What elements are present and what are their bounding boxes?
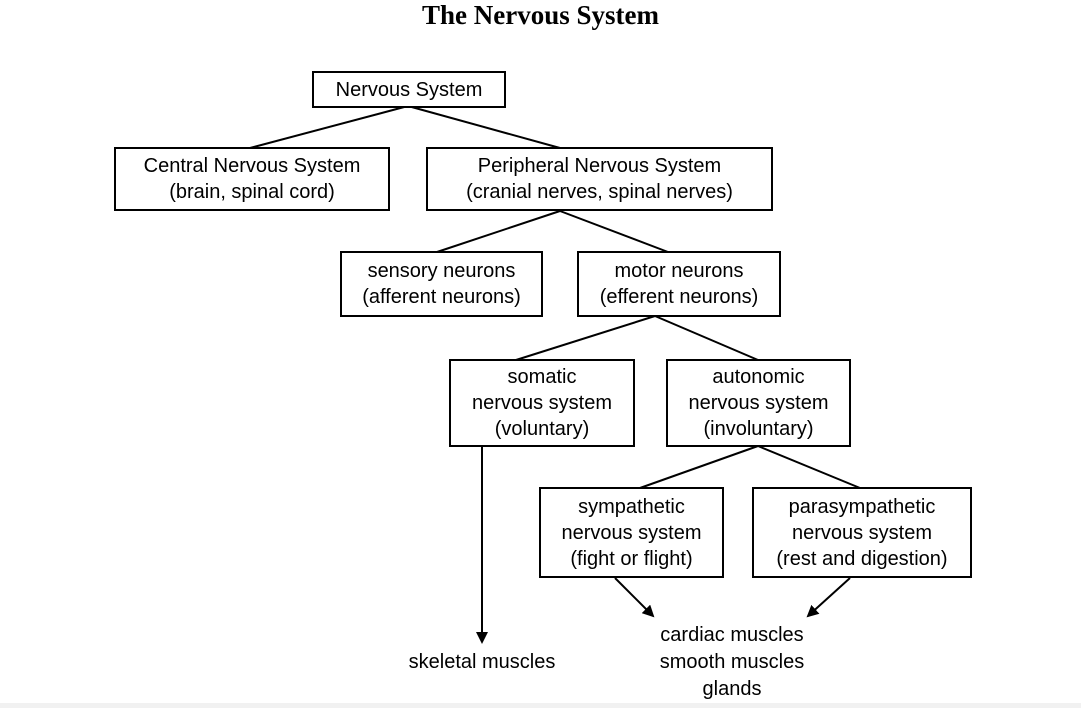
- edge-nervous-to-cns: [249, 105, 409, 149]
- node-parasympathetic-nervous-system: parasympathetic nervous system (rest and…: [752, 487, 972, 578]
- node-sublabel: (efferent neurons): [599, 286, 759, 308]
- node-nervous-system: Nervous System: [312, 71, 506, 108]
- bottom-border-strip: [0, 703, 1081, 708]
- node-sublabel: (voluntary): [494, 418, 590, 440]
- edge-pns-to-sensory: [436, 210, 561, 253]
- arrow-parasympathetic-to-cardiac: [806, 577, 851, 618]
- target-glands: glands: [702, 678, 762, 700]
- target-skeletal-muscles: skeletal muscles: [408, 651, 556, 673]
- node-sublabel: (cranial nerves, spinal nerves): [466, 181, 733, 203]
- node-sublabel: (involuntary): [703, 418, 814, 440]
- node-label-2: nervous system: [471, 392, 613, 414]
- node-label: somatic: [507, 366, 577, 388]
- node-label: parasympathetic: [788, 495, 936, 518]
- arrow-sympathetic-to-cardiac: [614, 577, 655, 618]
- edge-autonomic-to-sympathetic: [639, 445, 759, 489]
- node-sensory-neurons: sensory neurons (afferent neurons): [340, 251, 543, 317]
- node-peripheral-nervous-system: Peripheral Nervous System (cranial nerve…: [426, 147, 773, 211]
- target-group-visceral: cardiac muscles smooth muscles glands: [612, 622, 852, 703]
- node-sublabel: (rest and digestion): [776, 547, 948, 570]
- node-label-2: nervous system: [688, 392, 829, 414]
- node-sympathetic-nervous-system: sympathetic nervous system (fight or fli…: [539, 487, 724, 578]
- node-somatic-nervous-system: somatic nervous system (voluntary): [449, 359, 635, 447]
- edge-autonomic-to-parasympathetic: [757, 445, 861, 489]
- node-label: motor neurons: [614, 260, 744, 282]
- node-autonomic-nervous-system: autonomic nervous system (involuntary): [666, 359, 851, 447]
- node-label: Nervous System: [335, 78, 483, 101]
- edge-nervous-to-pns: [407, 105, 561, 149]
- node-label: sympathetic: [578, 495, 685, 518]
- edge-pns-to-motor: [559, 210, 669, 253]
- node-label: autonomic: [712, 366, 805, 388]
- node-sublabel: (fight or flight): [570, 547, 693, 570]
- node-label: sensory neurons: [367, 260, 516, 282]
- node-central-nervous-system: Central Nervous System (brain, spinal co…: [114, 147, 390, 211]
- target-smooth-muscles: smooth muscles: [659, 651, 805, 673]
- node-sublabel: (brain, spinal cord): [169, 181, 335, 203]
- diagram-title: The Nervous System: [422, 0, 659, 30]
- node-motor-neurons: motor neurons (efferent neurons): [577, 251, 781, 317]
- node-label: Central Nervous System: [143, 155, 361, 177]
- edge-motor-to-somatic: [515, 315, 656, 361]
- node-sublabel: (afferent neurons): [362, 286, 521, 308]
- node-label-2: nervous system: [561, 521, 702, 544]
- edge-motor-to-autonomic: [654, 315, 759, 361]
- target-cardiac-muscles: cardiac muscles: [660, 624, 804, 646]
- node-label: Peripheral Nervous System: [477, 155, 722, 177]
- node-label-2: nervous system: [791, 521, 933, 544]
